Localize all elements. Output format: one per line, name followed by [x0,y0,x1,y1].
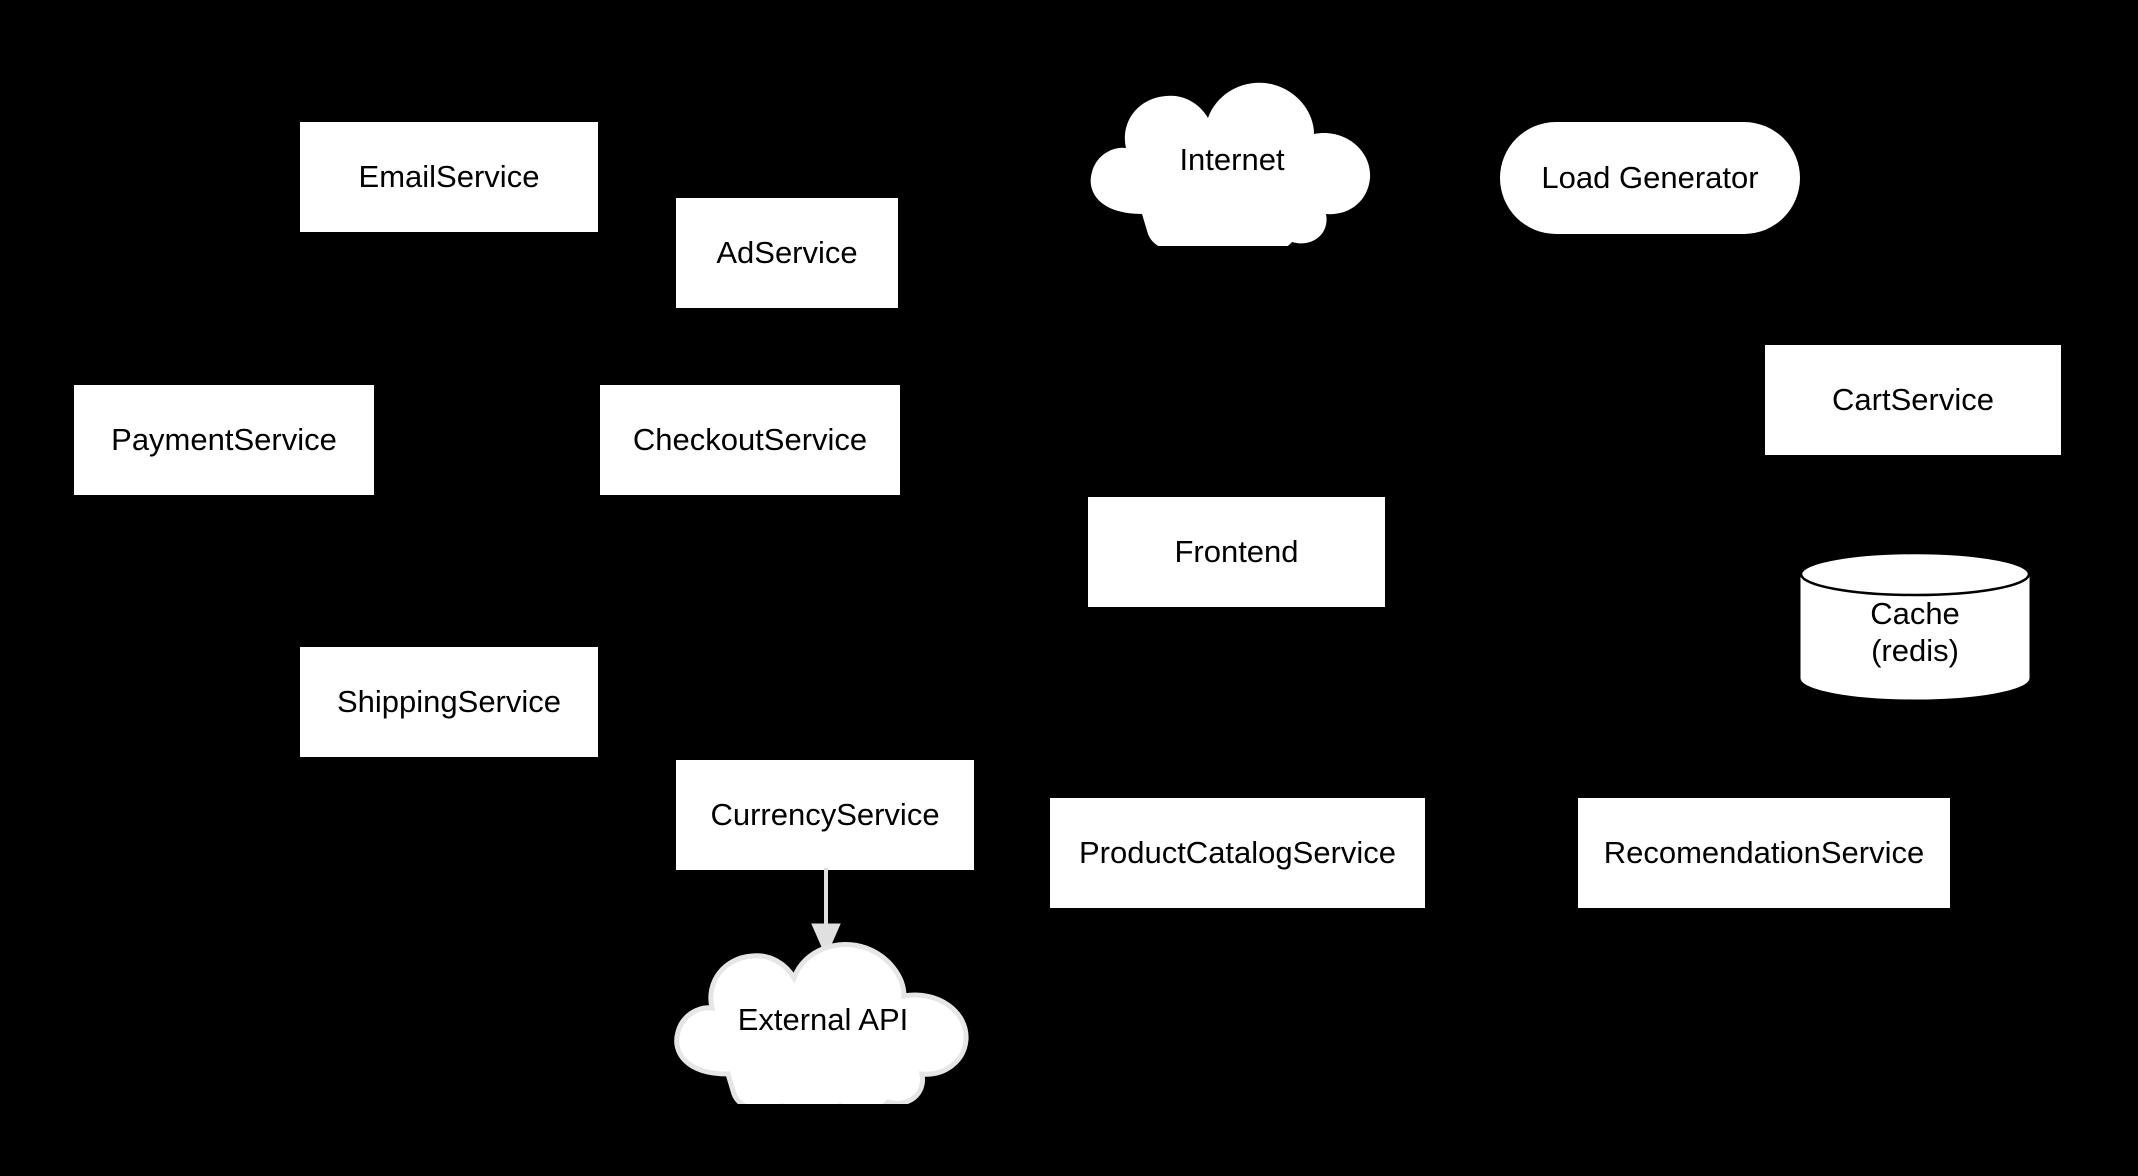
node-label-cache-line1: Cache [1870,596,1960,632]
node-recomendation-service[interactable]: RecomendationService [1578,798,1950,908]
node-frontend[interactable]: Frontend [1088,497,1385,607]
node-cart-service[interactable]: CartService [1765,345,2061,455]
node-label-recomendation-service: RecomendationService [1603,834,1925,870]
node-label-checkout-service: CheckoutService [632,421,868,457]
node-internet[interactable]: Internet [1082,74,1382,246]
node-label-ad-service: AdService [716,234,858,270]
database-cylinder-icon [1800,552,2030,700]
node-label-payment-service: PaymentService [111,421,337,457]
node-ad-service[interactable]: AdService [676,198,898,308]
node-product-catalog-service[interactable]: ProductCatalogService [1050,798,1425,908]
node-load-generator[interactable]: Load Generator [1500,122,1800,234]
node-shipping-service[interactable]: ShippingService [300,647,598,757]
cloud-icon [674,942,969,1104]
node-label-email-service: EmailService [358,158,540,194]
node-currency-service[interactable]: CurrencyService [676,760,974,870]
node-cache[interactable]: Cache (redis) [1800,552,2030,700]
node-label-cache: Cache (redis) [1870,582,1960,669]
node-label-load-generator: Load Generator [1541,159,1759,195]
node-label-external-api: External API [737,1001,909,1037]
node-external-api[interactable]: External API [666,936,980,1104]
node-label-cart-service: CartService [1832,381,1994,417]
node-label-currency-service: CurrencyService [710,796,940,832]
cloud-icon [1090,82,1371,246]
node-label-shipping-service: ShippingService [336,683,562,719]
node-checkout-service[interactable]: CheckoutService [600,385,900,495]
node-label-product-catalog-service: ProductCatalogService [1078,834,1397,870]
node-label-cache-line2: (redis) [1871,633,1959,668]
node-label-frontend: Frontend [1174,533,1299,569]
node-email-service[interactable]: EmailService [300,122,598,232]
node-payment-service[interactable]: PaymentService [74,385,374,495]
node-label-internet: Internet [1179,141,1285,177]
